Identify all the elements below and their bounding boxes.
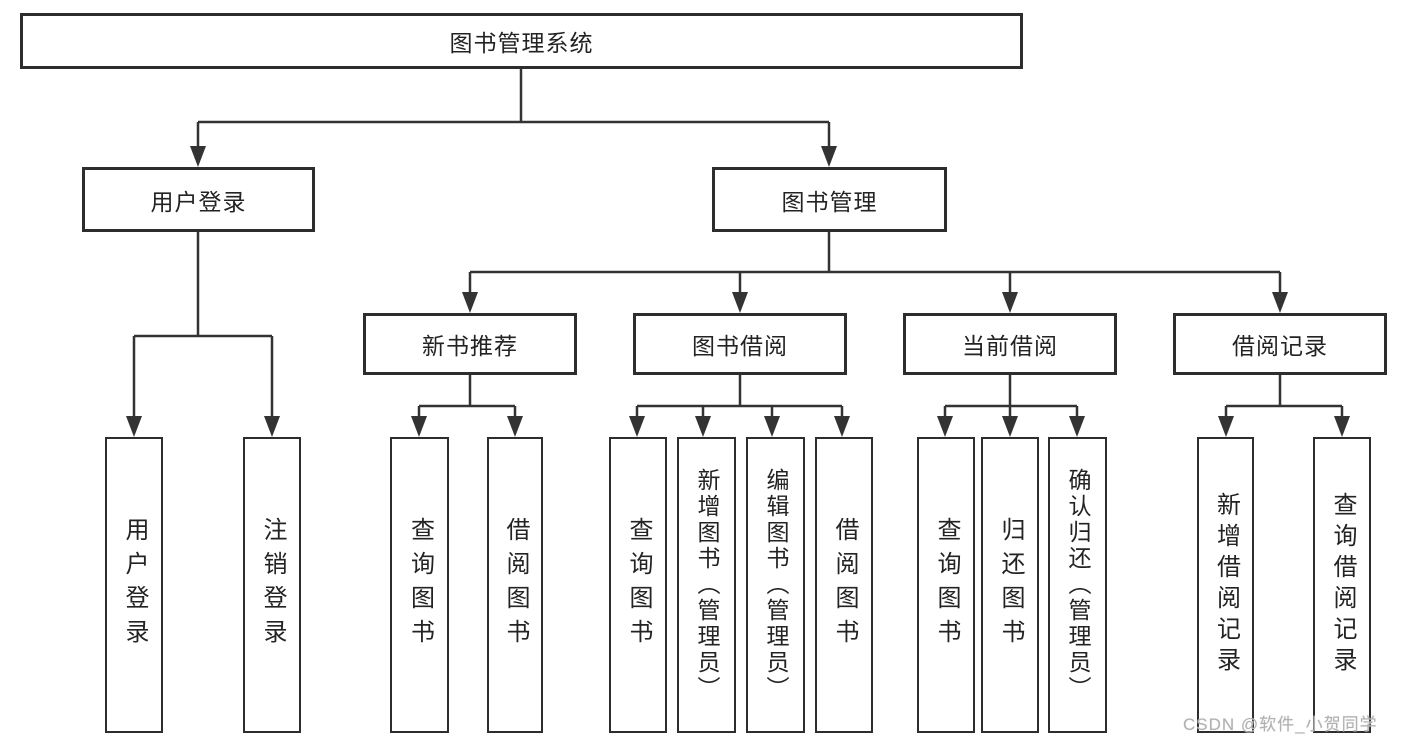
leaf-logout-label: 注销登录 xyxy=(259,517,286,653)
node-root-label: 图书管理系统 xyxy=(449,30,594,56)
leaf-current-return-label: 归还图书 xyxy=(997,517,1024,653)
leaf-borrow-borrow: 借阅图书 xyxy=(815,437,873,733)
leaf-current-confirm: 确认归还（管理员） xyxy=(1048,437,1107,733)
leaf-borrow-edit: 编辑图书（管理员） xyxy=(746,437,805,733)
leaf-newbooks-borrow-label: 借阅图书 xyxy=(502,517,529,653)
node-user-login-label: 用户登录 xyxy=(150,188,247,215)
node-book-borrow: 图书借阅 xyxy=(633,313,847,375)
leaf-records-add: 新增借阅记录 xyxy=(1197,437,1254,733)
node-user-login: 用户登录 xyxy=(82,167,315,232)
leaf-borrow-query-label: 查询图书 xyxy=(625,517,652,653)
leaf-borrow-add: 新增图书（管理员） xyxy=(677,437,736,733)
node-borrow-records-label: 借阅记录 xyxy=(1232,333,1328,359)
leaf-current-return: 归还图书 xyxy=(981,437,1039,733)
connector-arrowheads xyxy=(126,146,1350,437)
node-current-borrow: 当前借阅 xyxy=(903,313,1117,375)
leaf-user-login: 用户登录 xyxy=(105,437,163,733)
csdn-watermark: CSDN @软件_小贺同学 xyxy=(1183,715,1378,734)
leaf-newbooks-query: 查询图书 xyxy=(390,437,449,733)
node-book-borrow-label: 图书借阅 xyxy=(692,333,788,359)
leaf-records-add-label: 新增借阅记录 xyxy=(1212,492,1240,678)
connector-segments xyxy=(132,69,1344,420)
node-new-books: 新书推荐 xyxy=(363,313,577,375)
leaf-borrow-query: 查询图书 xyxy=(609,437,667,733)
leaf-borrow-add-label: 新增图书（管理员） xyxy=(694,468,720,702)
leaf-records-query: 查询借阅记录 xyxy=(1313,437,1371,733)
node-root: 图书管理系统 xyxy=(20,13,1023,69)
node-current-borrow-label: 当前借阅 xyxy=(962,333,1058,359)
leaf-current-confirm-label: 确认归还（管理员） xyxy=(1065,468,1091,702)
node-book-mgmt-label: 图书管理 xyxy=(781,188,878,215)
node-borrow-records: 借阅记录 xyxy=(1173,313,1387,375)
leaf-newbooks-borrow: 借阅图书 xyxy=(487,437,543,733)
leaf-logout: 注销登录 xyxy=(243,437,301,733)
leaf-newbooks-query-label: 查询图书 xyxy=(406,517,434,653)
node-new-books-label: 新书推荐 xyxy=(422,333,518,359)
leaf-current-query: 查询图书 xyxy=(917,437,975,733)
leaf-user-login-label: 用户登录 xyxy=(121,517,148,653)
leaf-current-query-label: 查询图书 xyxy=(933,517,960,653)
node-book-mgmt: 图书管理 xyxy=(712,167,947,232)
leaf-records-query-label: 查询借阅记录 xyxy=(1329,492,1356,678)
leaf-borrow-borrow-label: 借阅图书 xyxy=(831,517,858,653)
leaf-borrow-edit-label: 编辑图书（管理员） xyxy=(763,468,789,702)
